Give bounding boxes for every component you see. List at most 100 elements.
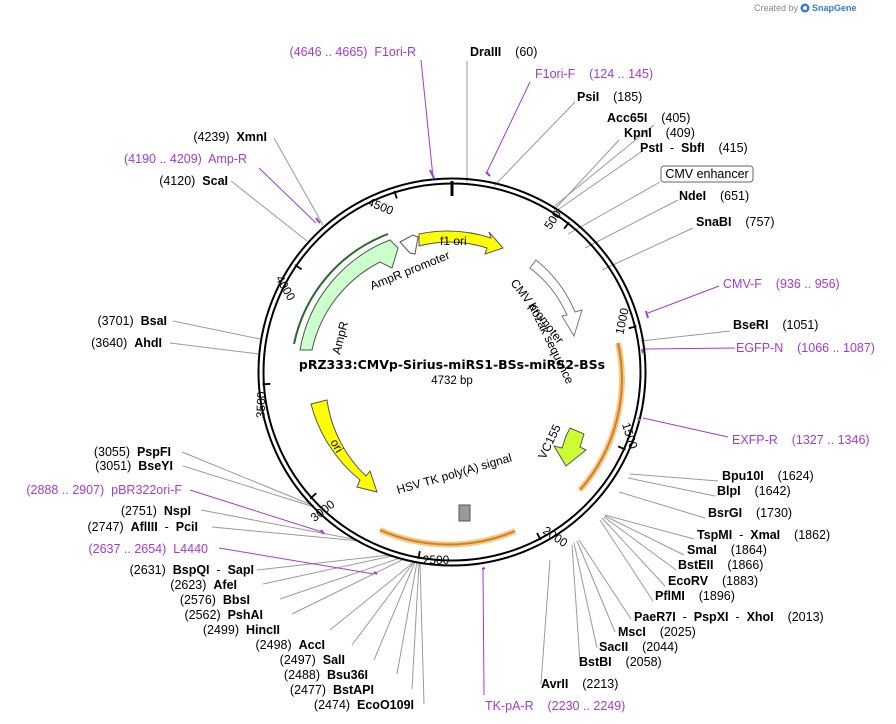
site-acc[interactable]: (2498) AccI (256, 638, 326, 652)
site-pst-sep: - (663, 141, 681, 155)
site-ecorv-pos: (1883) (708, 574, 758, 588)
site-snab-name: SnaBI (696, 215, 731, 229)
tick-label-2500: 2500 (423, 553, 450, 567)
site-msc[interactable]: MscI (2025) (618, 625, 696, 639)
site-bste-name: BstEII (678, 558, 713, 572)
site-psi-pos: (185) (599, 90, 642, 104)
site-snab[interactable]: SnaBI (757) (696, 215, 775, 229)
site-blp-name: BlpI (717, 484, 741, 498)
site-bbs-pos: (2576) (180, 593, 223, 607)
primer-l4440[interactable]: (2637 .. 2654) L4440 (88, 542, 208, 556)
primer-ampr[interactable]: (4190 .. 4209) Amp-R (124, 152, 247, 166)
site-pspf[interactable]: (3055) PspFI (94, 445, 171, 459)
site-labels: DraIII (60) PsiI (185) Acc65I (405)KpnI (4… (88, 45, 831, 712)
ampr-promoter-arrow (399, 234, 419, 255)
site-pci[interactable]: (2747) AflIII - PciI (88, 520, 199, 534)
site-bsey-name: BseYI (138, 459, 173, 473)
feature-vc155[interactable]: VC155 (535, 422, 587, 467)
site-paer-name: PaeR7I (634, 610, 676, 624)
site-pflm[interactable]: PflMI (1896) (655, 589, 735, 603)
site-nde[interactable]: NdeI (651) (679, 189, 749, 203)
site-sma-pos: (1864) (717, 543, 767, 557)
site-sca[interactable]: (4120) ScaI (159, 174, 228, 188)
site-bsey[interactable]: (3051) BseYI (95, 459, 173, 473)
site-sal[interactable]: (2497) SalI (280, 653, 345, 667)
site-bsu36[interactable]: (2488) Bsu36I (284, 668, 368, 682)
site-afe[interactable]: (2623) AfeI (170, 578, 237, 592)
site-xmn[interactable]: (4239) XmnI (193, 130, 267, 144)
site-hinc2-name: HincII (246, 623, 280, 637)
feature-ori[interactable]: ori (310, 399, 378, 493)
tick-mark-1000 (628, 325, 637, 330)
site-bbs-name: BbsI (223, 593, 250, 607)
site-bstb[interactable]: BstBI (2058) (579, 655, 662, 669)
site-acc65[interactable]: Acc65I (405) (607, 111, 690, 125)
primer-f1orif-second: (124 .. 145) (589, 67, 653, 81)
site-acc-pos: (2498) (256, 638, 299, 652)
site-drai[interactable]: DraIII (60) (470, 45, 537, 59)
primer-f1orir[interactable]: (4646 .. 4665) F1ori-R (290, 45, 416, 59)
site-pst-pos: (415) (705, 141, 748, 155)
site-kpn[interactable]: KpnI (409) (624, 126, 695, 140)
site-bstap[interactable]: (2477) BstAPI (290, 683, 374, 697)
site-sac2-pos: (2044) (628, 640, 678, 654)
feature-f1-ori[interactable]: f1 ori (418, 230, 504, 255)
primer-cmvf-first: CMV-F (723, 277, 776, 291)
site-hinc2[interactable]: (2499) HincII (203, 623, 280, 637)
plasmid-size: 4732 bp (431, 375, 473, 387)
site-psha[interactable]: (2562) PshAI (184, 608, 263, 622)
hsv-tk-box (458, 504, 471, 522)
site-nde-pos: (651) (706, 189, 749, 203)
primer-ampr-second: Amp-R (208, 152, 247, 166)
site-nsp-name: NspI (164, 504, 191, 518)
tick-mark-2000 (536, 532, 542, 541)
site-paer[interactable]: PaeR7I - PspXI - XhoI (2013) (634, 610, 824, 624)
site-bspq[interactable]: (2631) BspQI - SapI (130, 563, 254, 577)
site-bsrg[interactable]: BsrGI (1730) (708, 506, 792, 520)
site-psi[interactable]: PsiI (185) (577, 90, 642, 104)
site-nsp[interactable]: (2751) NspI (121, 504, 191, 518)
site-ahd[interactable]: (3640) AhdI (91, 336, 162, 350)
site-bsrg-pos: (1730) (742, 506, 792, 520)
site-bpu10[interactable]: Bpu10I (1624) (722, 469, 814, 483)
primer-l4440-first: (2637 .. 2654) (88, 542, 173, 556)
feature-ampr[interactable]: AmpR (293, 233, 399, 356)
site-eco109[interactable]: (2474) EcoO109I (314, 698, 414, 712)
primer-f1orif[interactable]: F1ori-F (124 .. 145) (535, 67, 653, 81)
site-paer-name2: PspXI (694, 610, 729, 624)
site-pst-name: PstI (640, 141, 663, 155)
primer-pbr322[interactable]: (2888 .. 2907) pBR322ori-F (26, 483, 182, 497)
cmv-enhancer-box[interactable]: CMV enhancer (660, 165, 754, 183)
site-bser[interactable]: BseRI (1051) (733, 318, 818, 332)
site-bste[interactable]: BstEII (1866) (678, 558, 763, 572)
site-bsa[interactable]: (3701) BsaI (98, 314, 168, 328)
primer-tkpar[interactable]: TK-pA-R (2230 .. 2249) (485, 699, 625, 713)
site-afe-name: AfeI (213, 578, 237, 592)
site-avr2[interactable]: AvrII (2213) (541, 677, 618, 691)
tick-mark-4000 (294, 264, 303, 271)
primer-exfpr[interactable]: EXFP-R (1327 .. 1346) (732, 433, 870, 447)
site-sma[interactable]: SmaI (1864) (687, 543, 767, 557)
site-pst[interactable]: PstI - SbfI (415) (640, 141, 748, 155)
primer-ampr-first: (4190 .. 4209) (124, 152, 208, 166)
snapgene-brand[interactable]: Created by SnapGene (754, 3, 857, 13)
site-bbs[interactable]: (2576) BbsI (180, 593, 250, 607)
f1-ori-arrow (418, 230, 504, 255)
site-blp-pos: (1642) (741, 484, 791, 498)
site-sac2[interactable]: SacII (2044) (599, 640, 678, 654)
site-pci-sep: - (158, 520, 176, 534)
feature-orf-outline[interactable] (378, 342, 625, 548)
site-ecorv-name: EcoRV (668, 574, 709, 588)
feature-hsv-tk[interactable]: HSV TK poly(A) signal (395, 451, 513, 522)
primer-leader-lines (189, 59, 736, 696)
orf-outline-lower (379, 529, 516, 546)
site-ecorv[interactable]: EcoRV (1883) (668, 574, 758, 588)
site-pci-name2: PciI (176, 520, 198, 534)
snapgene-logo-icon-core (803, 6, 807, 10)
site-blp[interactable]: BlpI (1642) (717, 484, 791, 498)
site-tspm-pos: (1862) (780, 528, 830, 542)
primer-egfpn[interactable]: EGFP-N (1066 .. 1087) (736, 341, 875, 355)
primer-cmvf[interactable]: CMV-F (936 .. 956) (723, 277, 840, 291)
site-tspm[interactable]: TspMI - XmaI (1862) (697, 528, 830, 542)
